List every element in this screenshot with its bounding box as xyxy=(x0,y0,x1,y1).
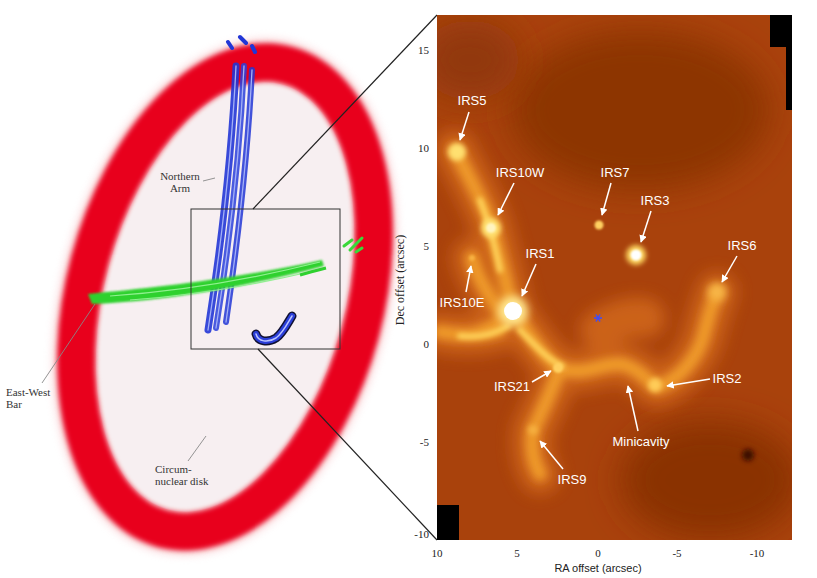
source-label: IRS10W xyxy=(496,165,544,180)
zoom-line xyxy=(253,15,437,209)
callout-arrow xyxy=(667,379,710,386)
axis-tick: 5 xyxy=(424,240,430,252)
dark-region xyxy=(510,30,770,190)
source-label: IRS9 xyxy=(558,472,587,487)
axis-tick: -10 xyxy=(414,528,429,540)
filaments xyxy=(440,150,717,474)
source-label: IRS7 xyxy=(601,165,630,180)
point-sources xyxy=(448,143,754,461)
callout-arrow xyxy=(532,371,551,382)
leader-line xyxy=(188,436,206,461)
bar-body xyxy=(88,260,324,304)
callout-arrow xyxy=(722,256,737,282)
source-blob xyxy=(553,363,563,373)
source-label: IRS3 xyxy=(641,193,670,208)
source-blob xyxy=(498,296,528,326)
bar-strand xyxy=(110,262,320,300)
axis-tick: 5 xyxy=(514,547,520,559)
source-label: IRS6 xyxy=(728,238,757,253)
east-west-bar xyxy=(88,238,362,304)
source-blob xyxy=(469,255,475,261)
bar-fragment xyxy=(344,238,362,252)
zoom-box xyxy=(191,209,340,349)
source-label: IRS21 xyxy=(494,379,530,394)
leader-lines xyxy=(42,178,215,461)
disk-halo xyxy=(28,29,423,565)
axis-tick: -5 xyxy=(672,547,681,559)
axis-tick: 0 xyxy=(595,547,601,559)
dark-region xyxy=(437,20,520,100)
source-blob xyxy=(448,143,466,161)
axis-tick: -5 xyxy=(420,436,429,448)
callout-arrow xyxy=(602,183,611,215)
callout-arrow xyxy=(466,266,471,292)
source-blob xyxy=(708,283,726,301)
minispiral-hook xyxy=(256,316,292,341)
axis-tick: 15 xyxy=(418,44,429,56)
source-core xyxy=(486,223,496,233)
circumnuclear-disk xyxy=(28,29,423,565)
axis-title: Dec offset (arcsec) xyxy=(393,235,408,325)
callout-arrow xyxy=(522,264,536,296)
disk-ring xyxy=(28,29,423,565)
source-label: IRS5 xyxy=(458,93,487,108)
callout-arrow xyxy=(641,211,651,242)
axis-tick: 10 xyxy=(418,142,429,154)
source-blob xyxy=(528,425,538,435)
structure-label: Northern Arm xyxy=(154,170,206,194)
dark-speck xyxy=(742,449,754,461)
axis-title: RA offset (arcsec) xyxy=(554,562,641,574)
source-blob xyxy=(626,245,646,265)
callout-arrow xyxy=(628,386,638,431)
no-data-corner xyxy=(437,505,459,540)
sgr-a-star-marker xyxy=(594,315,602,322)
no-data-edge xyxy=(786,15,792,110)
source-blob xyxy=(595,221,604,230)
axis-tick: -10 xyxy=(750,547,765,559)
source-core xyxy=(504,302,522,320)
leader-line xyxy=(42,304,95,383)
callout-arrow xyxy=(540,441,563,469)
source-core xyxy=(631,250,642,261)
callout-arrows xyxy=(460,112,737,469)
source-blob xyxy=(481,218,501,238)
source-label: IRS2 xyxy=(713,371,742,386)
infrared-map xyxy=(437,15,792,540)
source-blob xyxy=(648,378,662,392)
zoom-line xyxy=(258,349,437,540)
arm-fragment xyxy=(228,37,255,52)
callout-arrow xyxy=(498,183,514,215)
bar-strand xyxy=(300,268,326,275)
structure-label: East-West Bar xyxy=(6,386,58,410)
axis-tick: 0 xyxy=(424,338,430,350)
source-label: IRS1 xyxy=(526,246,555,261)
structure-label: Circum- nuclear disk xyxy=(155,463,219,487)
leader-line xyxy=(203,178,215,181)
source-label: Minicavity xyxy=(612,434,669,449)
axis-tick: 10 xyxy=(432,547,443,559)
source-label: IRS10E xyxy=(440,295,485,310)
callout-arrow xyxy=(460,112,469,140)
